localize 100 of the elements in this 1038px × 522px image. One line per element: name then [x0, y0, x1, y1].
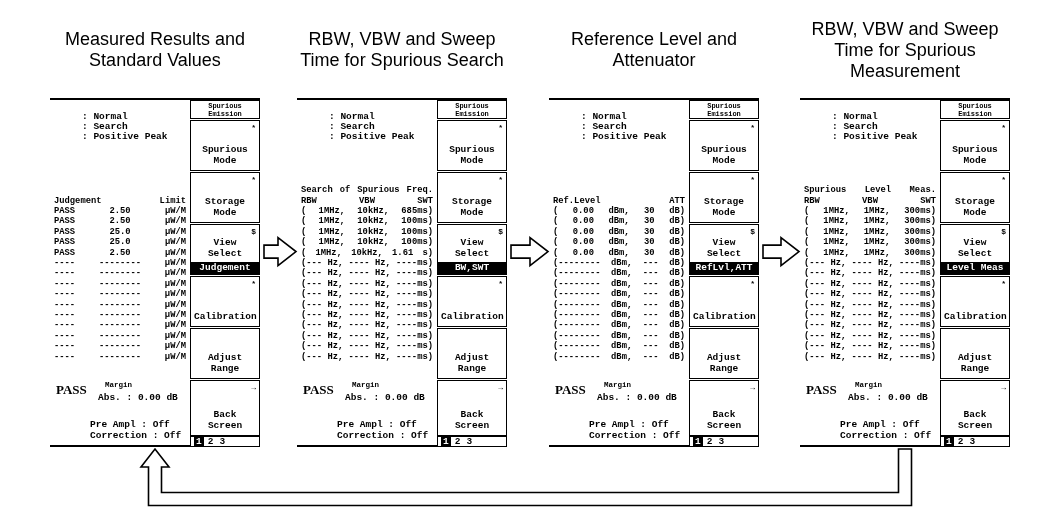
judgement-text: PASS — [806, 383, 837, 397]
table-row-text: (--- Hz, ---- Hz, ----ms) — [301, 310, 433, 320]
table-row: ---- -------- μW/M — [54, 268, 186, 279]
key-marker: * — [1001, 123, 1006, 132]
table-row-text: ---- -------- μW/M — [54, 330, 186, 341]
status-text: : Search — [581, 122, 627, 132]
table-header: Judgement Limit — [54, 195, 186, 206]
table-row: ( 1MHz, 10kHz, 1.61 s) — [301, 247, 433, 258]
table-row-text: ---- -------- μW/M — [54, 258, 186, 268]
softkey: * Calibration — [190, 276, 260, 327]
margin-value: Abs. : 0.00 dB — [848, 393, 928, 403]
softkey: * Storage Mode — [190, 172, 260, 223]
setting-text: Pre Ampl : Off — [840, 420, 920, 430]
page-indicator — [190, 436, 260, 447]
page-number: 1 — [693, 436, 703, 447]
softkey: → Back Screen — [689, 380, 759, 436]
page-number: 2 — [453, 436, 462, 447]
key-marker: * — [750, 123, 755, 132]
softkey: * Spurious Mode — [940, 120, 1010, 171]
softkey: * Storage Mode — [437, 172, 507, 223]
table-row-text: ---- -------- μW/M — [54, 310, 186, 320]
key-marker: * — [1001, 175, 1006, 184]
softkey: * Spurious Mode — [190, 120, 260, 171]
table-header: Ref.Level ATT — [553, 195, 685, 206]
table-row: ( 0.00 dBm, 30 dB) — [553, 237, 685, 248]
table-row: (--- Hz, ---- Hz, ----ms) — [804, 320, 936, 331]
table-row: (--- Hz, ---- Hz, ----ms) — [301, 341, 433, 352]
margin-value: Abs. : 0.00 dB — [345, 393, 425, 403]
softkey: * Spurious Mode — [689, 120, 759, 171]
table-row: (--- Hz, ---- Hz, ----ms) — [301, 351, 433, 362]
table-header: Search of Spurious Freq. — [301, 185, 433, 196]
table-row-text: (-------- dBm, --- dB) — [553, 330, 685, 341]
key-marker: * — [750, 175, 755, 184]
table-row-text: (--- Hz, ---- Hz, ----ms) — [804, 278, 936, 289]
softkey: Adjust Range — [689, 328, 759, 379]
table-row: ( 1MHz, 1MHz, 300ms) — [804, 247, 936, 258]
table-row: (-------- dBm, --- dB) — [553, 341, 685, 352]
key-marker: → — [1001, 383, 1006, 392]
key-marker: * — [498, 175, 503, 184]
screen-heading: Measured Results and Standard Values — [63, 28, 247, 72]
setting-text: Pre Ampl : Off — [90, 420, 170, 430]
table-row-text: (--- Hz, ---- Hz, ----ms) — [804, 310, 936, 320]
selected-value: Judgement — [191, 262, 259, 274]
selected-value: BW,SWT — [438, 262, 506, 274]
softkey: * Calibration — [437, 276, 507, 327]
table-row: (--- Hz, ---- Hz, ----ms) — [804, 299, 936, 310]
key-marker: → — [251, 383, 256, 392]
table-row: RBW VBW SWT — [804, 195, 936, 206]
status-text: : Positive Peak — [832, 132, 918, 142]
softkey: * Calibration — [940, 276, 1010, 327]
table-row: ---- -------- μW/M — [54, 351, 186, 362]
hollow-arrow — [263, 235, 298, 268]
page-number: 2 — [956, 436, 965, 447]
table-row: (-------- dBm, --- dB) — [553, 320, 685, 331]
judgement-text: PASS — [56, 383, 87, 397]
key-marker: → — [750, 383, 755, 392]
table-row-text: (--- Hz, ---- Hz, ----ms) — [301, 278, 433, 289]
table-row: ( 1MHz, 10kHz, 100ms) — [301, 237, 433, 248]
softkey: Adjust Range — [437, 328, 507, 379]
table-row: (-------- dBm, --- dB) — [553, 289, 685, 300]
softkey: Adjust Range — [940, 328, 1010, 379]
page-number: 3 — [717, 436, 726, 447]
table-row-text: (-------- dBm, --- dB) — [553, 258, 685, 268]
table-row: (--- Hz, ---- Hz, ----ms) — [301, 299, 433, 310]
softkey: $ View Select Judgement — [190, 224, 260, 275]
table-row: ( 0.00 dBm, 30 dB) — [553, 216, 685, 227]
table-row: (--- Hz, ---- Hz, ----ms) — [301, 268, 433, 279]
table-row: (--- Hz, ---- Hz, ----ms) — [804, 351, 936, 362]
key-marker: $ — [750, 227, 755, 236]
table-row-text: (-------- dBm, --- dB) — [553, 278, 685, 289]
page-number: 2 — [206, 436, 215, 447]
status-text: : Positive Peak — [581, 132, 667, 142]
screen-heading: Reference Level and Attenuator — [569, 28, 739, 72]
table-row: RBW VBW SWT — [301, 195, 433, 206]
table-row: ( 1MHz, 10kHz, 100ms) — [301, 216, 433, 227]
table-row-text: ( 0.00 dBm, 30 dB) — [553, 206, 685, 216]
softkey: → Back Screen — [437, 380, 507, 436]
table-row-text: ( 1MHz, 10kHz, 685ms) — [301, 206, 433, 216]
table-row: (--- Hz, ---- Hz, ----ms) — [804, 268, 936, 279]
table-row: PASS 25.0 μW/M — [54, 237, 186, 248]
status-text: : Normal — [832, 112, 878, 122]
status-text: : Normal — [581, 112, 627, 122]
table-row-text: PASS 25.0 μW/M — [54, 226, 186, 237]
setting-text: Pre Ampl : Off — [589, 420, 669, 430]
table-header: Spurious Level Meas. — [804, 185, 936, 196]
key-marker: * — [251, 279, 256, 288]
table-row: (--- Hz, ---- Hz, ----ms) — [301, 320, 433, 331]
softkey: Adjust Range — [190, 328, 260, 379]
softkey: * Spurious Mode — [437, 120, 507, 171]
key-marker: * — [251, 175, 256, 184]
judgement-text: PASS — [555, 383, 586, 397]
table-row: ---- -------- μW/M — [54, 299, 186, 310]
table-row-text: ( 0.00 dBm, 30 dB) — [553, 226, 685, 237]
table-row: ---- -------- μW/M — [54, 289, 186, 300]
key-marker: → — [498, 383, 503, 392]
status-text: : Search — [329, 122, 375, 132]
table-row: (-------- dBm, --- dB) — [553, 268, 685, 279]
status-text: : Search — [82, 122, 128, 132]
table-row: (-------- dBm, --- dB) — [553, 351, 685, 362]
page-indicator — [689, 436, 759, 447]
